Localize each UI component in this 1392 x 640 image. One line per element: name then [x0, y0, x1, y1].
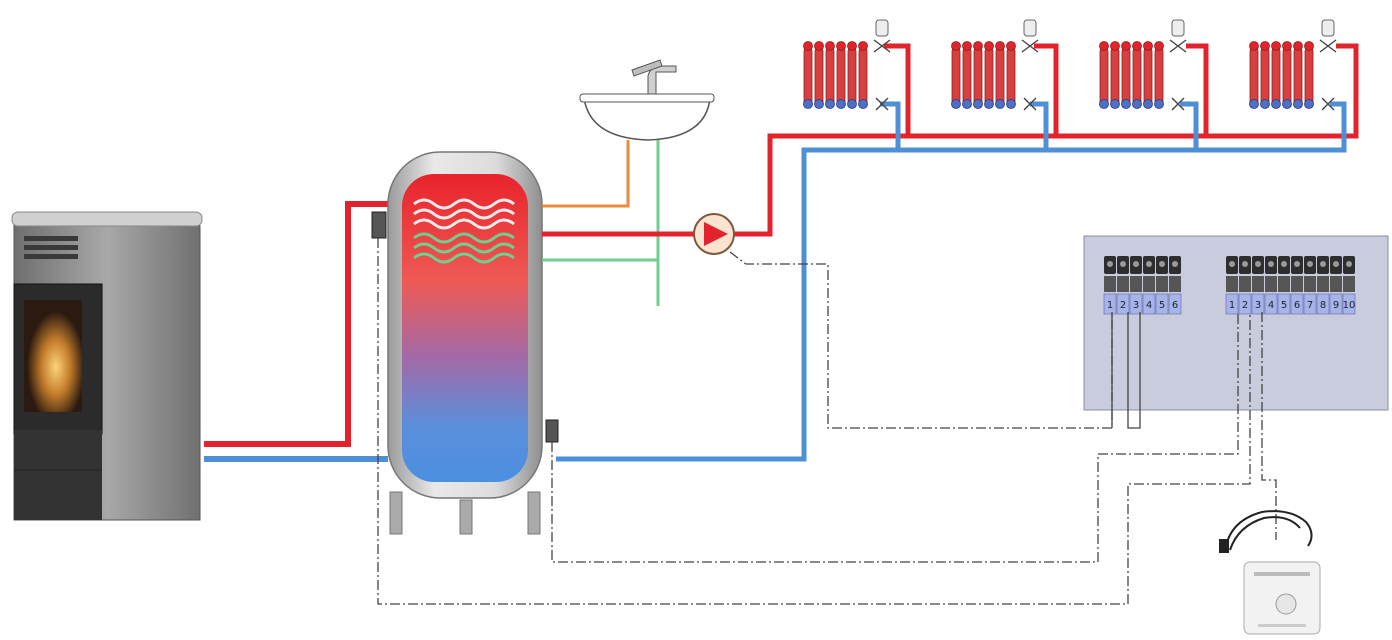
terminal: 1	[1103, 256, 1117, 315]
terminal-number: 6	[1172, 300, 1178, 311]
terminal-number: 4	[1268, 300, 1274, 311]
terminal-number: 5	[1281, 300, 1287, 311]
terminal: 4	[1264, 256, 1278, 315]
terminal-number: 2	[1120, 300, 1126, 311]
terminal-number: 1	[1229, 300, 1235, 311]
terminal-number: 3	[1255, 300, 1261, 311]
terminal: 2	[1238, 256, 1252, 315]
terminal: 8	[1316, 256, 1330, 315]
terminal: 5	[1277, 256, 1291, 315]
terminal-number: 3	[1133, 300, 1139, 311]
terminal: 3	[1251, 256, 1265, 315]
pellet-stove-icon	[11, 211, 203, 521]
terminal-number: 2	[1242, 300, 1248, 311]
heating-return-pipe	[556, 101, 1347, 462]
terminal-number: 10	[1343, 300, 1356, 311]
terminal: 6	[1168, 256, 1182, 315]
dhw-cold-pipe	[542, 140, 660, 306]
radiator-icon	[1249, 19, 1337, 111]
temperature-probe-icon	[1219, 510, 1313, 553]
return-valve-icon	[1321, 97, 1335, 111]
thermostatic-valve-icon	[1321, 19, 1335, 37]
storage-tank-icon	[371, 151, 559, 535]
terminal: 5	[1155, 256, 1169, 315]
terminal-number: 8	[1320, 300, 1326, 311]
return-valve-icon	[1023, 97, 1037, 111]
stove-flow-pipe	[204, 201, 388, 462]
radiator-group	[803, 19, 1337, 111]
sink-faucet-icon	[579, 59, 715, 141]
terminal: 2	[1116, 256, 1130, 315]
dhw-hot-pipe	[542, 140, 630, 208]
terminal-number: 1	[1107, 300, 1113, 311]
thermostatic-valve-icon	[1171, 19, 1185, 37]
terminal: 6	[1290, 256, 1304, 315]
thermostatic-valve-icon	[1023, 19, 1037, 37]
terminal-number: 7	[1307, 300, 1313, 311]
return-valve-icon	[875, 97, 889, 111]
terminal: 9	[1329, 256, 1343, 315]
terminal: 10	[1343, 256, 1356, 315]
terminal: 7	[1303, 256, 1317, 315]
signal-wiring	[377, 238, 1277, 605]
terminal: 3	[1129, 256, 1143, 315]
terminal-number: 6	[1294, 300, 1300, 311]
terminal: 4	[1142, 256, 1156, 315]
terminal-number: 4	[1146, 300, 1152, 311]
circulation-pump-icon	[693, 213, 735, 255]
return-valve-icon	[1171, 97, 1185, 111]
radiator-icon	[951, 19, 1039, 111]
radiator-icon	[803, 19, 891, 111]
thermostatic-valve-icon	[875, 19, 889, 37]
room-thermostat-icon	[1243, 561, 1321, 635]
heating-supply-pipe	[542, 43, 1359, 237]
terminal-number: 9	[1333, 300, 1339, 311]
terminal: 1	[1225, 256, 1239, 315]
radiator-icon	[1099, 19, 1187, 111]
terminal-number: 5	[1159, 300, 1165, 311]
